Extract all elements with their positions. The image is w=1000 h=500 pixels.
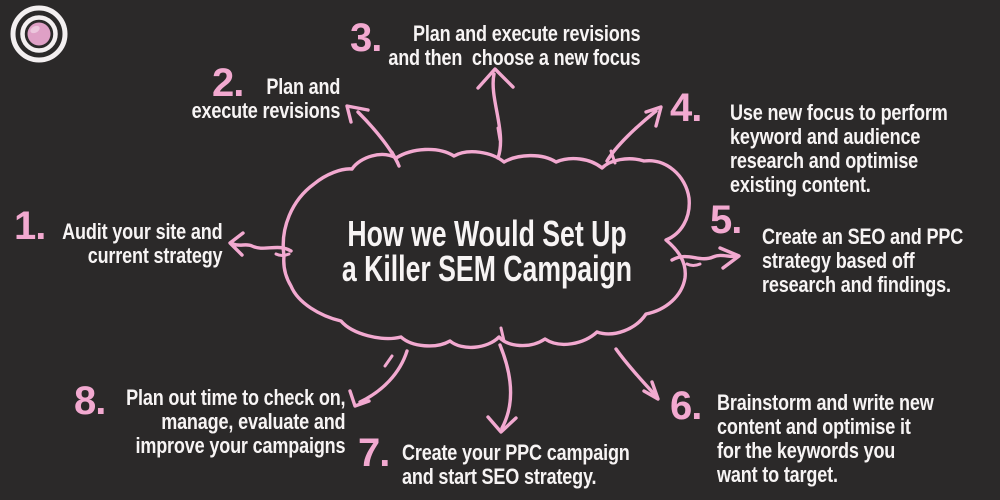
arrow-step-6: [614, 347, 658, 398]
step-8-text: Plan out time to check on, manage, evalu…: [125, 385, 345, 458]
dash-step-1: [274, 252, 291, 257]
arrowhead-step-1: [228, 231, 245, 257]
step-6-number: 6.: [670, 384, 702, 428]
arrowhead-step-4: [644, 105, 663, 128]
step-4-text: Use new focus to perform keyword and aud…: [730, 100, 948, 197]
step-8-number: 8.: [74, 379, 106, 423]
arrowhead-step-5: [718, 246, 741, 270]
dash-step-2: [390, 150, 400, 165]
arrow-step-1: [231, 242, 293, 253]
step-5-number: 5.: [710, 198, 742, 242]
arrow-step-3: [491, 72, 503, 160]
arrow-step-5: [670, 253, 739, 262]
arrowhead-step-8: [348, 389, 371, 408]
dash-step-8: [383, 354, 394, 368]
step-1-number: 1.: [14, 204, 46, 248]
step-1-text: Audit your site and current strategy: [61, 219, 222, 268]
step-2-number: 2.: [212, 61, 244, 105]
arrow-step-8: [358, 349, 409, 404]
arrowhead-step-2: [345, 104, 370, 124]
step-3-number: 3.: [350, 16, 382, 60]
dash-step-5: [685, 262, 702, 267]
step-4-number: 4.: [670, 86, 702, 130]
dash-step-7: [499, 326, 506, 343]
step-7-text: Create your PPC campaign and start SEO s…: [402, 440, 630, 489]
arrow-step-4: [605, 109, 658, 163]
step-2-text: Plan and execute revisions: [191, 74, 340, 123]
step-5-text: Create an SEO and PPC strategy based off…: [762, 224, 964, 297]
dash-step-4: [609, 149, 617, 165]
dash-step-3: [496, 126, 502, 142]
target-logo-icon: [10, 5, 68, 63]
arrowhead-step-3: [476, 67, 515, 90]
arrowhead-step-6: [642, 380, 660, 401]
center-blob-outline: [281, 147, 691, 349]
page-title: How we Would Set Up a Killer SEM Campaig…: [341, 213, 633, 289]
arrowhead-step-7: [486, 415, 518, 434]
arrow-step-7: [498, 343, 513, 430]
step-3-text: Plan and execute revisions and then choo…: [387, 21, 640, 70]
step-7-number: 7.: [358, 431, 390, 475]
step-6-text: Brainstorm and write new content and opt…: [717, 390, 934, 487]
